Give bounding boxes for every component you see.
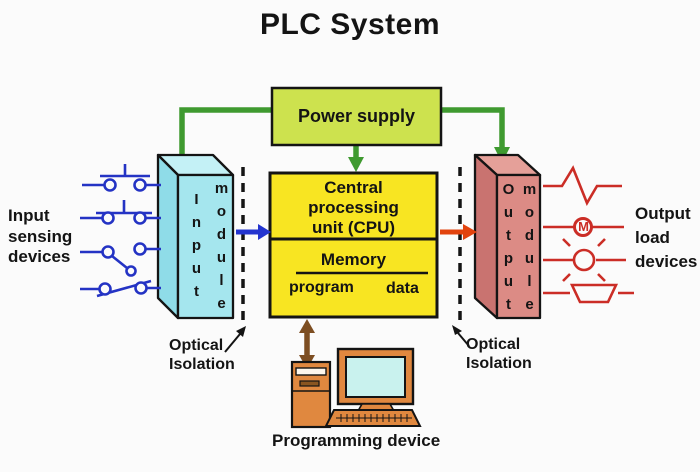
limit-switch-icon [80, 242, 161, 277]
input-to-cpu-arrow [236, 224, 271, 240]
optical-isolation-label-left: Optical Isolation [169, 337, 235, 374]
pushbutton-no-lines [82, 164, 161, 187]
optical-left-line2: Isolation [169, 355, 235, 373]
cpu-box-outline [268, 171, 439, 319]
power-line-right [441, 107, 505, 148]
input-label-line3: devices [8, 247, 71, 266]
input-label-line2: sensing [8, 226, 73, 246]
contact-circle [101, 211, 115, 225]
memory-label: Memory [320, 250, 387, 269]
input-sensing-symbols [80, 164, 161, 298]
pointer-right-head [452, 325, 462, 335]
computer-icon [290, 347, 422, 429]
contact-circle [101, 245, 115, 259]
output-module-box [473, 153, 542, 320]
cpu-to-output-arrow [440, 224, 477, 240]
resistor-icon [543, 165, 622, 206]
contact-circle [133, 178, 147, 192]
knife-switch-icon [80, 279, 161, 298]
power-line-left [179, 107, 272, 156]
output-label-line3: devices [635, 252, 698, 271]
pushbutton-nc-icon [80, 200, 161, 225]
output-load-symbols [543, 165, 634, 304]
brown-arrowhead-up [299, 319, 315, 333]
output-label-line1: Output [635, 204, 691, 223]
input-module-word-module: module [213, 180, 230, 318]
tower-drive-slot [295, 367, 327, 376]
blue-arrowhead [258, 224, 271, 240]
lamp-rays [562, 238, 606, 282]
optical-pointer-arrows [224, 325, 470, 353]
programming-device-label: Programming device [272, 431, 441, 450]
optical-isolation-lines [241, 167, 462, 324]
arrowhead-to-cpu [348, 157, 364, 172]
pushbutton-no-icon [82, 164, 161, 192]
input-module-front-face [176, 173, 235, 320]
pivot-circle [125, 265, 137, 277]
lamp-icon [543, 238, 626, 282]
input-module-word-input: Input [188, 191, 205, 306]
input-module-side-face [156, 153, 180, 320]
output-label-line2: load [635, 228, 670, 247]
keyboard-keys [336, 414, 412, 422]
power-supply-box [270, 86, 443, 147]
limit-switch-lines [80, 247, 161, 270]
output-module-front-face [495, 173, 542, 320]
cpu-box [268, 171, 439, 319]
pointer-left-head [236, 326, 246, 337]
input-sensing-devices-label: Input sensing devices [8, 206, 72, 268]
power-supply-label: Power supply [297, 106, 416, 126]
output-module-word-output: Output [500, 181, 517, 319]
optical-right-line1: Optical [466, 336, 521, 353]
motor-letter: M [578, 219, 589, 234]
red-arrowhead [463, 224, 477, 240]
data-label: data [386, 280, 419, 297]
horn-icon [543, 283, 634, 304]
contact-circle [134, 281, 148, 295]
contact-circle [98, 282, 112, 296]
cpu-label-line2: processing [308, 198, 399, 217]
contact-circle [133, 242, 147, 256]
optical-right-line2: Isolation [466, 354, 532, 372]
optical-isolation-label-right: Optical Isolation [466, 336, 532, 373]
contact-circle [103, 178, 117, 192]
output-module-side-face [473, 153, 499, 320]
tower-button-slot [299, 380, 320, 387]
optical-left-line1: Optical [169, 337, 224, 354]
horn-body [569, 283, 619, 304]
output-load-devices-label: Output load devices [635, 202, 697, 274]
lamp-circle [572, 248, 596, 272]
input-module-box [156, 153, 235, 320]
page-title: PLC System [259, 8, 441, 41]
pushbutton-nc-lines [80, 200, 161, 220]
pointer-left-shaft [224, 333, 241, 353]
motor-circle [573, 217, 593, 237]
cpu-label-line1: Central [324, 178, 383, 197]
contact-circle [133, 211, 147, 225]
input-label-line1: Input [8, 206, 50, 225]
program-label: program [289, 279, 354, 296]
motor-icon [543, 217, 624, 237]
cpu-label: Central processing unit (CPU) [270, 178, 437, 238]
power-lines [179, 107, 505, 158]
monitor-screen [345, 356, 406, 398]
output-module-word-module: module [521, 181, 538, 319]
cpu-label-line3: unit (CPU) [311, 218, 396, 237]
pointer-right-shaft [457, 332, 470, 347]
